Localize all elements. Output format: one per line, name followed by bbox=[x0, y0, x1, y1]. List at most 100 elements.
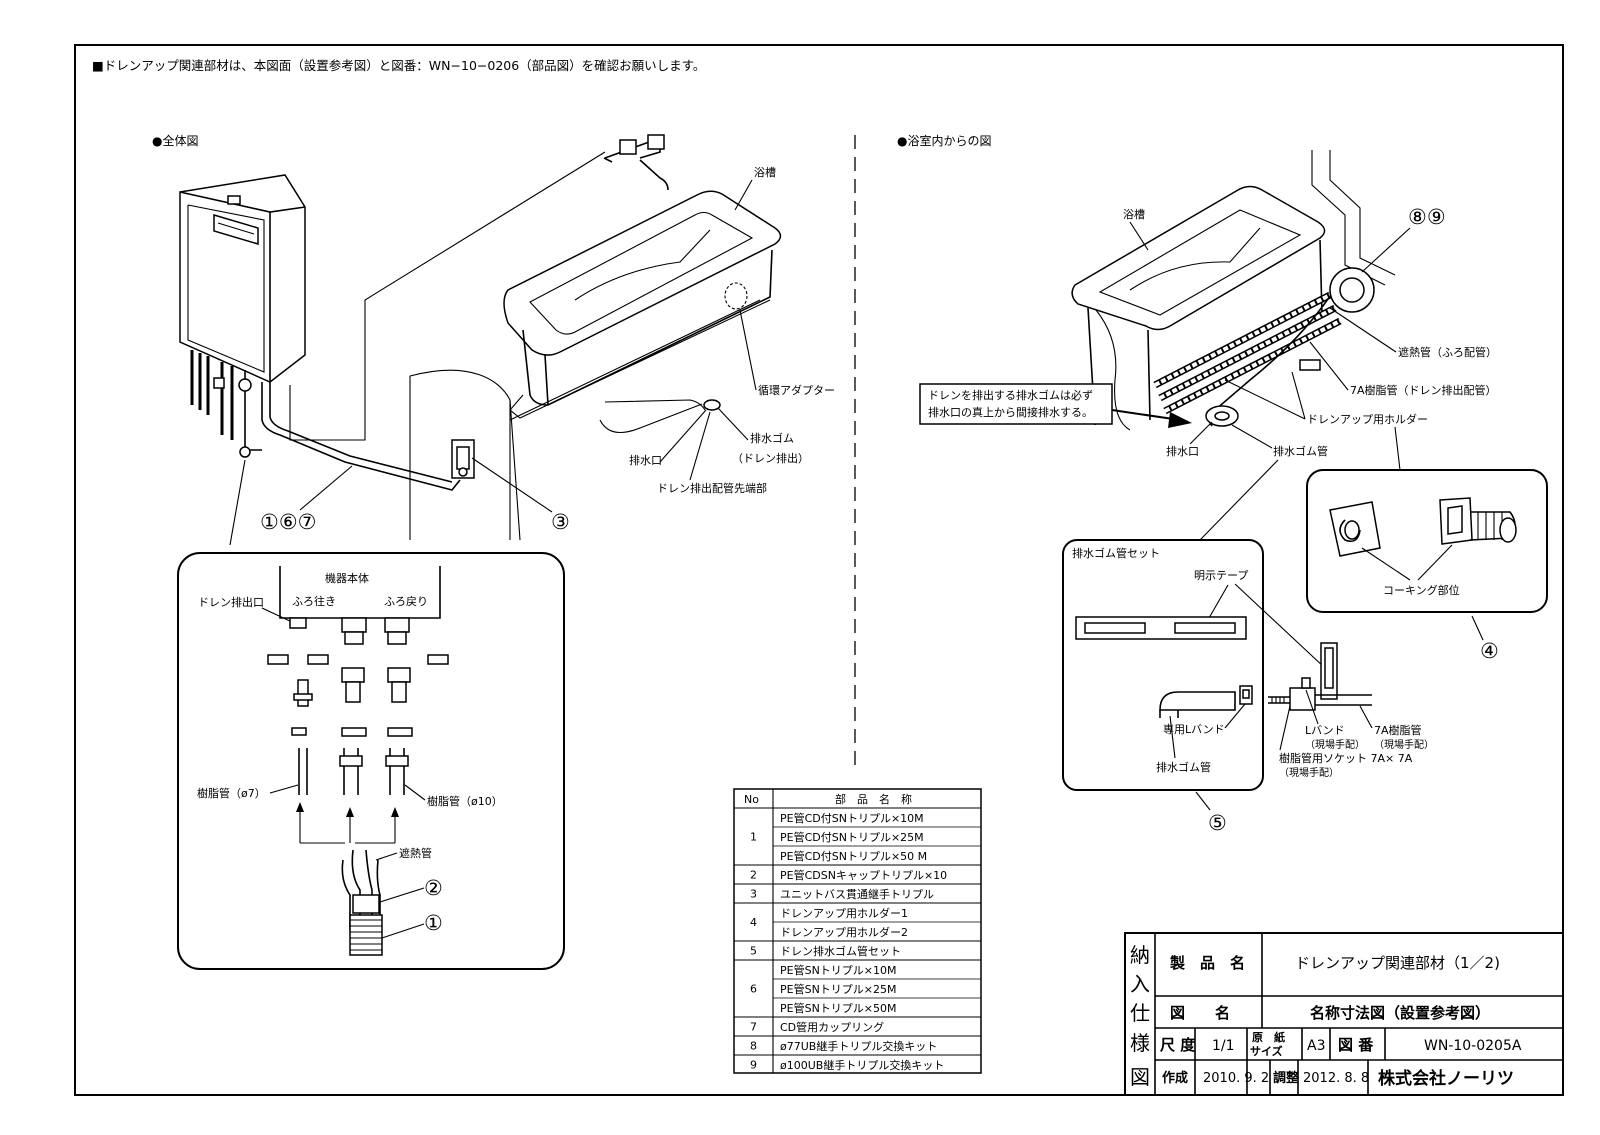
label-resin-pipe-10: 樹脂管（ø10） bbox=[427, 794, 503, 808]
table-row-name: ドレンアップ用ホルダー1 bbox=[780, 906, 908, 920]
right-section-title: ●浴室内からの図 bbox=[897, 133, 991, 148]
label-resin-pipe-7a: 7A樹脂管（ドレン排出配管） bbox=[1350, 383, 1497, 397]
label-insulation-pipe: 遮熱管（ふろ配管） bbox=[1398, 345, 1497, 359]
callout-167: ①⑥⑦ bbox=[260, 510, 316, 534]
side-label-4: 様 bbox=[1130, 1031, 1150, 1055]
note-line-1: ドレンを排出する排水ゴムは必ず bbox=[928, 388, 1093, 402]
note-line-2: 排水口の真上から間接排水する。 bbox=[928, 405, 1093, 419]
table-rows: 1PE管CD付SNトリプル×10MPE管CD付SNトリプル×25MPE管CD付S… bbox=[734, 811, 981, 1072]
label-drain-hose-right: 排水ゴム管 bbox=[1273, 444, 1328, 458]
sheet-border bbox=[74, 44, 1564, 1096]
table-row-name: PE管SNトリプル×50M bbox=[780, 1001, 897, 1015]
label-band: 専用Lバンド bbox=[1163, 723, 1225, 736]
scale-value: 1/1 bbox=[1212, 1038, 1235, 1054]
created-label: 作成 bbox=[1162, 1070, 1188, 1086]
side-label-1: 納 bbox=[1130, 943, 1150, 967]
table-row-no: 9 bbox=[750, 1059, 757, 1072]
label-adapter: 循環アダプター bbox=[758, 383, 835, 397]
label-l-band: Lバンド bbox=[1305, 724, 1345, 737]
company-name: 株式会社ノーリツ bbox=[1378, 1068, 1514, 1089]
scale-label: 尺 度 bbox=[1160, 1036, 1196, 1054]
callout-89: ⑧⑨ bbox=[1408, 205, 1446, 229]
label-l-band-sub: （現場手配） bbox=[1305, 738, 1365, 751]
note-arrow bbox=[1111, 409, 1181, 421]
socket-assembly bbox=[1268, 642, 1372, 711]
callout-3: ③ bbox=[551, 510, 570, 534]
product-label: 製 品 名 bbox=[1169, 954, 1245, 972]
table-row-no: 5 bbox=[750, 945, 757, 958]
label-drain-rubber-sub: （ドレン排出） bbox=[732, 451, 809, 465]
table-row-name: PE管SNトリプル×10M bbox=[780, 963, 897, 977]
label-bathtub-right: 浴槽 bbox=[1123, 208, 1145, 221]
label-drain-port: ドレン排出口 bbox=[198, 595, 264, 609]
table-header-no: No bbox=[744, 793, 759, 806]
table-row-name: CD管用カップリング bbox=[780, 1020, 884, 1034]
note-box bbox=[919, 383, 1113, 425]
paper-label-2: サイズ bbox=[1250, 1044, 1283, 1058]
table-row-no: 8 bbox=[750, 1040, 757, 1053]
callout-1: ① bbox=[424, 911, 443, 935]
callout-5: ⑤ bbox=[1208, 811, 1227, 835]
faucet bbox=[603, 134, 669, 191]
label-bath-return: ふろ戻り bbox=[384, 595, 428, 608]
table-row-name: PE管CD付SNトリプル×10M bbox=[780, 811, 924, 825]
label-socket: 樹脂管用ソケット 7A× 7A bbox=[1279, 751, 1413, 765]
unit-piping bbox=[190, 350, 461, 546]
label-socket-sub: （現場手配） bbox=[1279, 766, 1339, 779]
table-row-name: ユニットバス貫通継手トリプル bbox=[780, 887, 934, 901]
label-insulation: 遮熱管 bbox=[399, 846, 432, 860]
side-label-3: 仕 bbox=[1130, 1001, 1150, 1025]
label-bathtub-left: 浴槽 bbox=[754, 166, 776, 179]
header-note: ■ドレンアップ関連部材は、本図面（設置参考図）と図番：WN−10−0206（部品… bbox=[92, 58, 705, 73]
table-row-name: PE管CDSNキャップトリプル×10 bbox=[780, 868, 947, 882]
holder-box bbox=[1306, 469, 1548, 613]
detail-arrows bbox=[296, 802, 399, 844]
paper-label-1: 原 紙 bbox=[1252, 1030, 1285, 1044]
drawing-value: 名称寸法図（設置参考図） bbox=[1310, 1004, 1490, 1022]
table-row-name: PE管CD付SNトリプル×25M bbox=[780, 830, 924, 844]
side-label-5: 図 bbox=[1130, 1065, 1150, 1089]
table-row-no: 3 bbox=[750, 888, 757, 901]
label-bath-out: ふろ往き bbox=[292, 594, 336, 608]
detail-pipe-bundle bbox=[341, 849, 383, 956]
table-row-name: ドレンアップ用ホルダー2 bbox=[780, 925, 908, 939]
label-hose-set-title: 排水ゴム管セット bbox=[1072, 546, 1160, 560]
bathtub-left bbox=[503, 190, 782, 434]
drawing-label: 図 名 bbox=[1170, 1004, 1230, 1022]
table-row-no: 2 bbox=[750, 869, 757, 882]
detail-fittings bbox=[267, 617, 449, 795]
product-value: ドレンアップ関連部材（1／2) bbox=[1295, 954, 1500, 972]
table-row-no: 7 bbox=[750, 1021, 757, 1034]
wall-outline bbox=[289, 151, 606, 541]
number-label: 図 番 bbox=[1338, 1036, 1374, 1054]
adjusted-value: 2012. 8. 8 bbox=[1303, 1071, 1369, 1086]
label-pipe-7a-sub: （現場手配） bbox=[1374, 738, 1434, 751]
bathtub-right bbox=[1071, 185, 1326, 431]
created-value: 2010. 9. 2 bbox=[1203, 1071, 1269, 1086]
label-drain-rubber: 排水ゴム bbox=[750, 431, 794, 445]
adjusted-label: 調整 bbox=[1273, 1070, 1300, 1086]
table-row-name: PE管SNトリプル×25M bbox=[780, 982, 897, 996]
water-heater-unit bbox=[179, 174, 306, 383]
callout-2: ② bbox=[424, 876, 443, 900]
table-row-name: ø77UB継手トリプル交換キット bbox=[780, 1039, 937, 1053]
label-tape: 明示テープ bbox=[1194, 569, 1248, 582]
callout-4: ④ bbox=[1480, 639, 1499, 663]
table-row-no: 1 bbox=[750, 831, 757, 844]
detail-box bbox=[177, 552, 565, 970]
label-resin-pipe-7: 樹脂管（ø7） bbox=[197, 786, 266, 800]
paper-value: A3 bbox=[1307, 1038, 1325, 1054]
pipe-run-right bbox=[1153, 267, 1375, 427]
number-value: WN-10-0205A bbox=[1424, 1038, 1522, 1054]
left-section-title: ●全体図 bbox=[152, 133, 198, 148]
hose-set-box bbox=[1062, 539, 1264, 791]
label-holder: ドレンアップ用ホルダー bbox=[1307, 412, 1428, 426]
holder-parts bbox=[1329, 497, 1517, 557]
parts-table: No 部 品 名 称 1PE管CD付SNトリプル×10MPE管CD付SNトリプル… bbox=[733, 788, 982, 1074]
right-wall-outline bbox=[1311, 150, 1396, 286]
label-pipe-7a: 7A樹脂管 bbox=[1374, 723, 1422, 737]
label-drain-outlet-left: 排水口 bbox=[629, 453, 662, 467]
side-label-2: 入 bbox=[1130, 972, 1150, 996]
through-joint bbox=[451, 439, 475, 479]
